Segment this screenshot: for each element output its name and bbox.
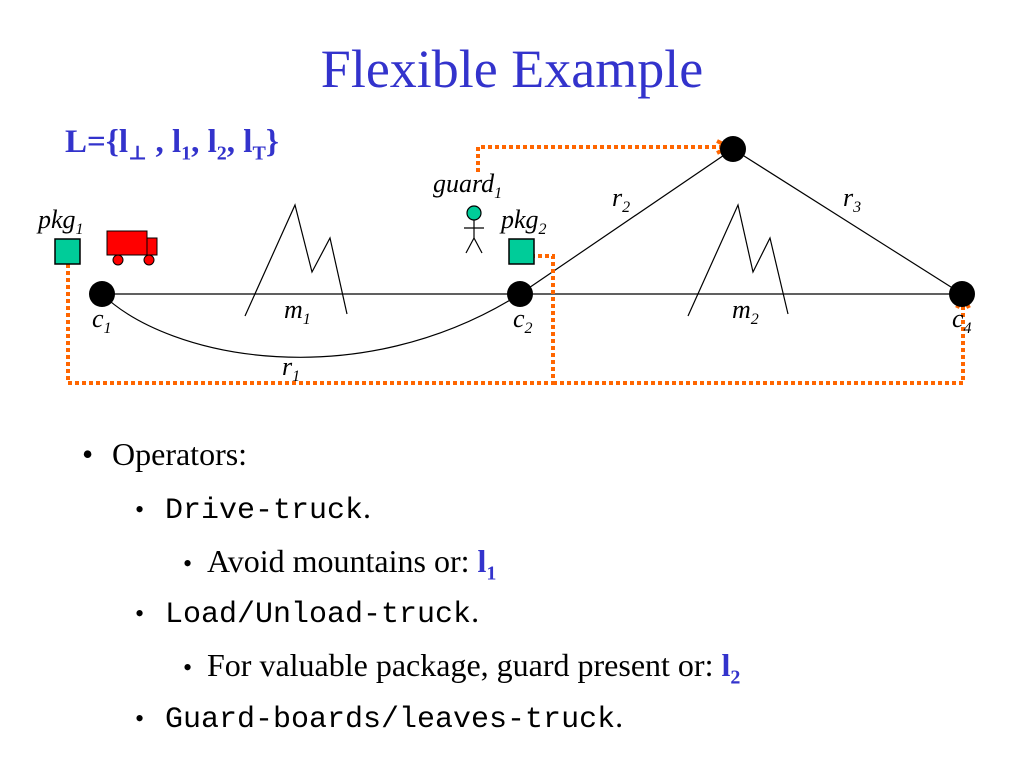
- valuable-package-text: For valuable package, guard present or:: [207, 647, 722, 683]
- bullet-dot: •: [183, 653, 193, 682]
- mountain-m2: [687, 203, 789, 317]
- levels-prefix: L={l: [65, 124, 128, 160]
- label-c2: c2: [513, 304, 533, 337]
- guard-figure-icon: [464, 205, 484, 254]
- bullet-dot: •: [135, 704, 145, 733]
- road-r3: [732, 148, 963, 295]
- level-l2-highlight: l2: [721, 647, 741, 689]
- bullet-guard-boards: • Guard-boards/leaves-truck.: [135, 700, 623, 735]
- package-pkg2-icon: [508, 238, 535, 265]
- label-pkg1: pkg1: [36, 205, 84, 238]
- truck-icon: [106, 230, 158, 266]
- label-c1: c1: [92, 304, 112, 337]
- bullet-dot: •: [82, 436, 94, 472]
- mountain-m1: [244, 203, 348, 317]
- drive-truck-end: .: [363, 489, 372, 525]
- level-bottom-sub: ⊥: [128, 142, 148, 165]
- level-two-sub: 2: [216, 142, 227, 165]
- guard-boards-end: .: [615, 698, 624, 734]
- bullet-dot: •: [135, 495, 145, 524]
- levels-sep2: , l: [191, 124, 217, 160]
- bullet-drive-truck: • Drive-truck.: [135, 491, 371, 526]
- levels-set: L={l⊥ , l1, l2, lT}: [65, 126, 279, 164]
- bullet-dot: •: [135, 599, 145, 628]
- pkg2-goal-path: [553, 302, 965, 385]
- label-m2: m2: [732, 295, 759, 328]
- levels-sep1: , l: [147, 124, 182, 160]
- operators-heading: Operators:: [112, 436, 248, 472]
- label-r1: r1: [282, 352, 300, 385]
- bullet-dot: •: [183, 549, 193, 578]
- label-guard1: guard1: [433, 169, 502, 202]
- node-c2: [507, 281, 533, 307]
- label-m1: m1: [284, 295, 311, 328]
- bullet-avoid-mountains: • Avoid mountains or: l1: [183, 545, 496, 583]
- node-c4: [949, 281, 975, 307]
- load-unload-code: Load/Unload-truck: [165, 598, 472, 632]
- label-c4: c4: [952, 304, 972, 337]
- drive-truck-code: Drive-truck: [165, 494, 364, 528]
- road-r2: [519, 148, 734, 295]
- label-r2: r2: [612, 183, 630, 216]
- bullet-valuable-package: • For valuable package, guard present or:…: [183, 649, 740, 687]
- level-l1-highlight: l1: [477, 543, 497, 585]
- bullet-operators: • Operators:: [82, 438, 247, 470]
- node-c3: [720, 136, 746, 162]
- level-top-sub: T: [252, 142, 266, 165]
- guard-boards-code: Guard-boards/leaves-truck: [165, 703, 616, 737]
- levels-sep3: , l: [226, 124, 253, 160]
- label-r3: r3: [843, 183, 861, 216]
- package-pkg1-icon: [54, 238, 81, 265]
- label-pkg2: pkg2: [499, 205, 547, 238]
- level-one-sub: 1: [181, 142, 192, 165]
- avoid-mountains-text: Avoid mountains or:: [207, 543, 478, 579]
- levels-suffix: }: [265, 124, 279, 160]
- road-r1: [101, 293, 521, 358]
- bullet-load-unload: • Load/Unload-truck.: [135, 595, 479, 630]
- load-unload-end: .: [471, 593, 480, 629]
- node-c1: [89, 281, 115, 307]
- slide-title: Flexible Example: [320, 39, 704, 99]
- guard-goal-path: [476, 145, 726, 172]
